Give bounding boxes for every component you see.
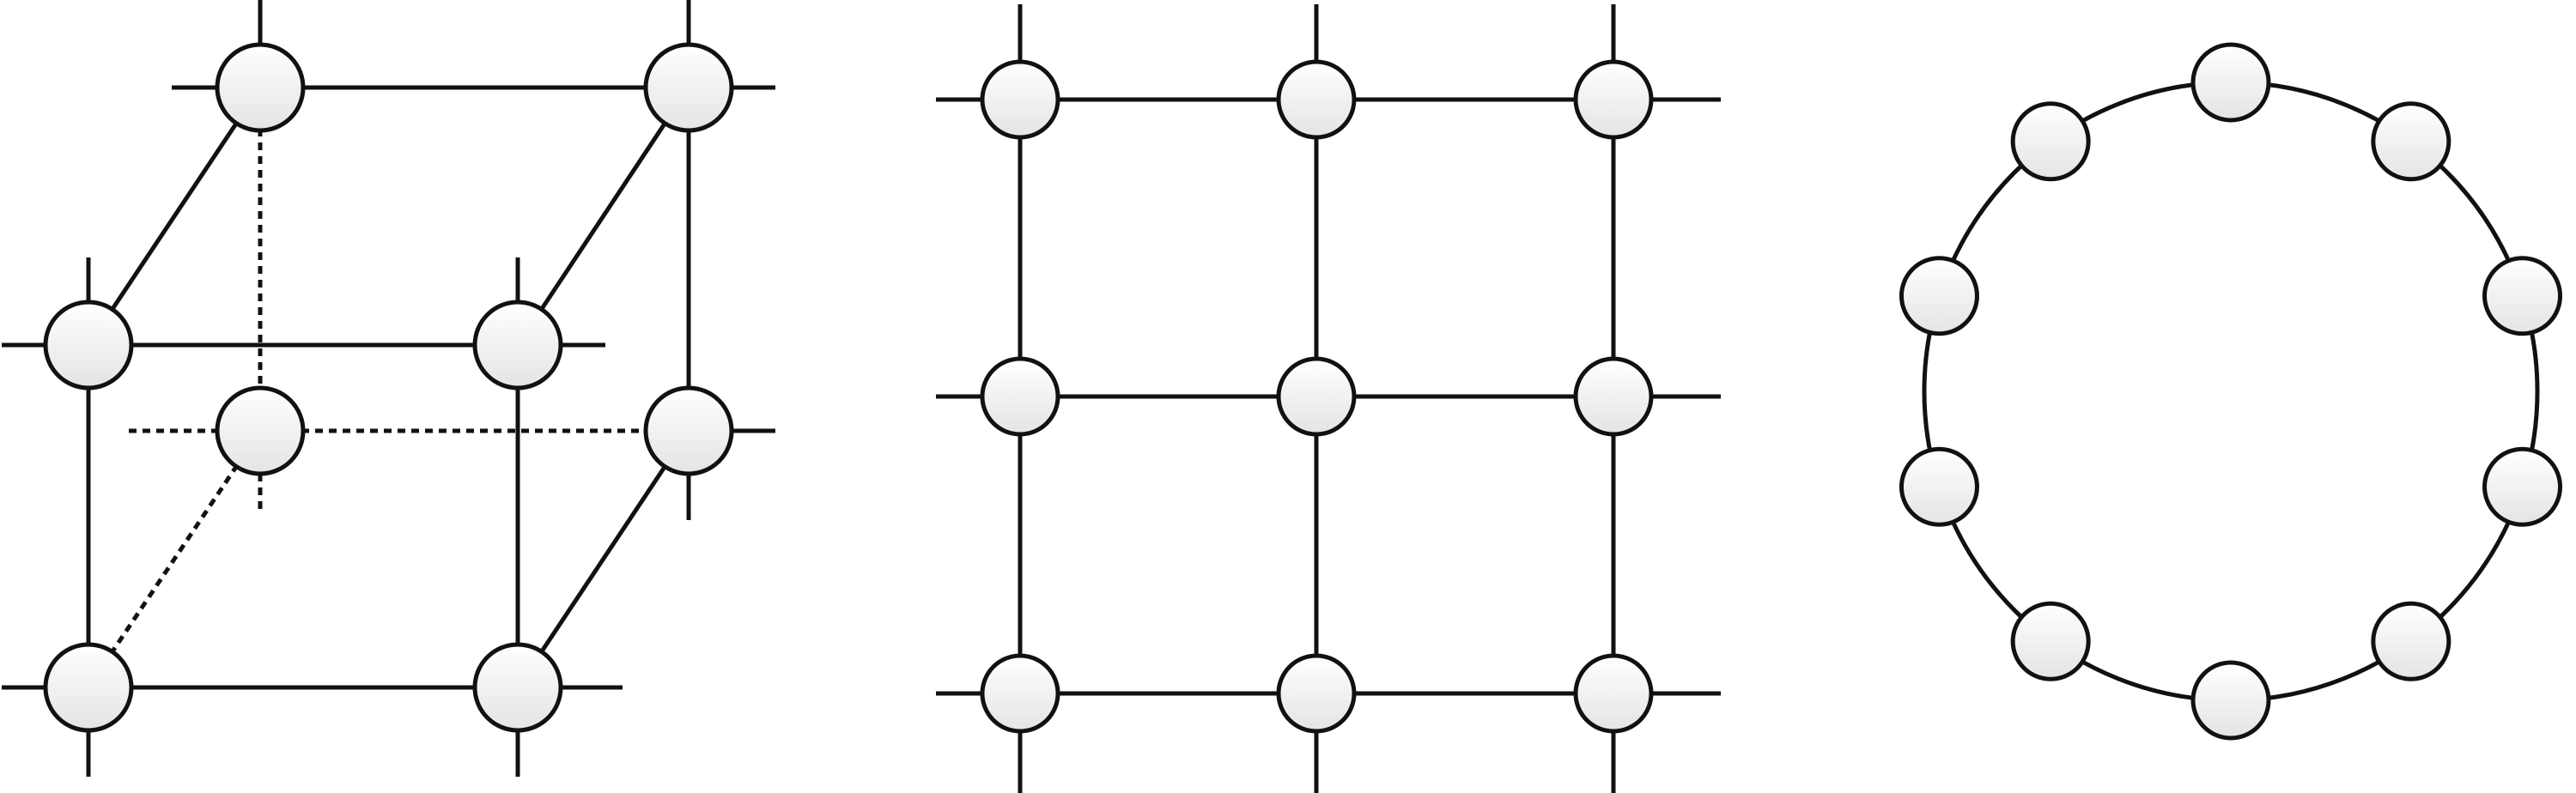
ring-node: [2010, 601, 2091, 681]
ring-node: [2190, 42, 2271, 123]
ring-node: [1899, 446, 1979, 527]
lattice-node: [643, 42, 734, 133]
lattice-edge: [515, 86, 691, 347]
grid-node: [980, 59, 1060, 140]
lattice-node: [215, 42, 306, 133]
grid-node: [1573, 356, 1654, 437]
ring-node: [2190, 660, 2271, 741]
grid-node: [980, 356, 1060, 437]
grid-node: [1276, 653, 1357, 734]
grid-node: [980, 653, 1060, 734]
ring-edge: [1922, 80, 2540, 703]
square-grid-diagram: [936, 4, 1721, 793]
ring-node: [2371, 601, 2451, 681]
hidden-lattice-edge: [86, 429, 263, 689]
grid-node: [1573, 59, 1654, 140]
lattice-edge: [515, 429, 691, 689]
ring-node: [1899, 256, 1979, 336]
lattice-node: [43, 642, 134, 733]
lattice-node: [643, 385, 734, 476]
ring-node: [2482, 256, 2563, 336]
grid-node: [1573, 653, 1654, 734]
grid-node: [1276, 356, 1357, 437]
ring-node: [2371, 101, 2451, 182]
lattice-node: [215, 385, 306, 476]
lattice-node: [43, 300, 134, 390]
cube-lattice-diagram: [2, 0, 775, 777]
ring-node: [2010, 101, 2091, 182]
lattice-node: [472, 642, 563, 733]
lattice-edge: [86, 86, 263, 347]
grid-node: [1276, 59, 1357, 140]
ring-node: [2482, 446, 2563, 527]
lattice-node: [472, 300, 563, 390]
ring-diagram: [1899, 42, 2563, 741]
